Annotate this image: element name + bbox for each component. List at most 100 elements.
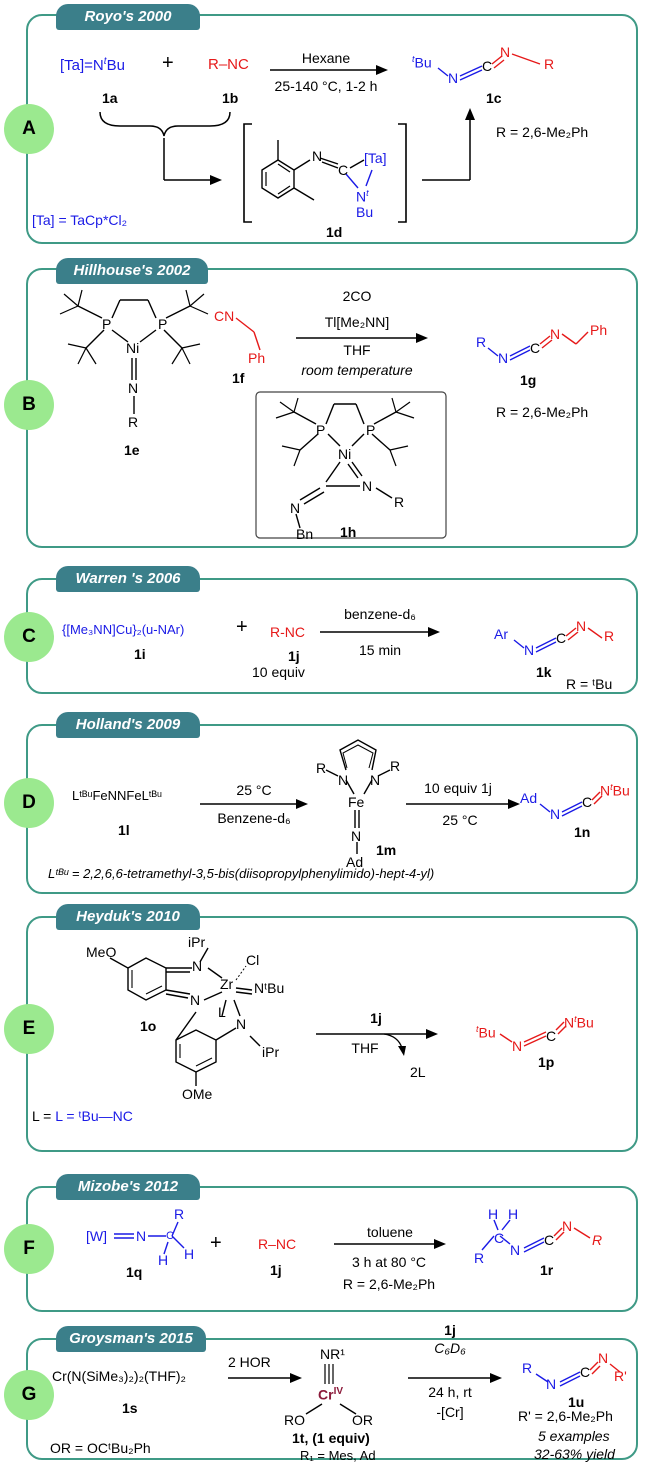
f-product-c2: C [544,1232,555,1248]
g-cr: CrIV [318,1386,344,1403]
b-cond3: THF [343,342,371,358]
d-r-right: R [390,758,401,774]
label-1b: 1b [222,90,239,106]
label-1q: 1q [126,1264,143,1280]
panel-b-title: Hillhouse's 2002 [56,258,208,284]
label-1d: 1d [326,224,343,240]
label-1g: 1g [520,372,537,388]
f-product-c1: C [494,1230,505,1246]
g-cond2-3: 24 h, rt [428,1384,472,1400]
b-inset-p-left: P [316,422,326,438]
b-p-right: P [158,316,168,332]
c-product-n1: N [524,642,535,658]
e-l-definition: L = L = ᵗBu—NC [32,1108,133,1124]
g-or: OR [352,1412,373,1428]
product-1c-n1: N [448,70,459,86]
c-cond-bottom: 15 min [358,642,402,658]
g-product-n2: N [598,1350,609,1366]
b-p-left: P [102,316,112,332]
reactant-1s: Cr(N(SiMe₃)₂)₂(THF)₂ [52,1368,186,1384]
b-cond4: room temperature [301,362,413,378]
e-product-c: C [546,1028,557,1044]
intermediate-ta: [Ta] [364,150,387,166]
f-h-bottom: H [158,1252,169,1268]
panel-f-letter: F [4,1224,54,1274]
intermediate-c: C [338,162,349,178]
e-cond-top: 1j [370,1010,382,1026]
c-product-ar: Ar [494,626,508,642]
ta-definition: [Ta] = TaCp*Cl₂ [32,212,128,228]
b-inset-n-right: N [362,478,373,494]
e-ipr-bottom: iPr [262,1044,280,1060]
e-product-ntbu: NtBu [564,1014,594,1031]
e-product-n1: N [512,1038,523,1054]
g-product-n1: N [546,1376,557,1392]
d-cond2-bottom: 25 °C [442,812,478,828]
product-1c-c: C [482,58,493,74]
d-fe: Fe [348,794,365,810]
e-n-left: N [190,992,201,1008]
label-1o: 1o [140,1018,157,1034]
b-inset-ni: Ni [338,446,352,462]
product-1c-r: R [544,56,555,72]
e-product-tbu: tBu [476,1024,496,1041]
b-inset-p-right: P [366,422,376,438]
d-product-ad: Ad [520,790,538,806]
f-product-h2: H [508,1206,519,1222]
g-examples: 5 examples [538,1428,610,1444]
reactant-1b: R–NC [208,56,249,73]
r-definition: R = 2,6-Me₂Ph [496,124,589,140]
intermediate-bu: Bu [356,204,374,220]
d-product-ntbu: NtBu [600,782,630,799]
g-or-definition: OR = OCᵗBu₂Ph [50,1440,151,1456]
label-1n: 1n [574,824,591,840]
label-1l: 1l [118,822,130,838]
panel-c-title: Warren 's 2006 [56,566,200,592]
b-inset-n-left: N [290,500,301,516]
panel-c-letter: C [4,612,54,662]
e-cl: Cl [246,952,260,968]
f-product-h1: H [488,1206,499,1222]
label-1p: 1p [538,1054,555,1070]
intermediate-n: N [312,148,323,164]
panel-a [26,14,638,244]
f-cond1: toluene [367,1224,413,1240]
panel-e-title: Heyduk's 2010 [56,904,200,930]
panel-d-title: Holland's 2009 [56,712,200,738]
panel-g [26,1338,638,1460]
b-cond1: 2CO [342,288,372,304]
f-w: [W] [86,1228,107,1244]
f-product-n2: N [562,1218,573,1234]
b-r: R [128,414,139,430]
label-1r: 1r [540,1262,554,1278]
g-r-definition: R' = 2,6-Me₂Ph [518,1408,613,1424]
g-ro: RO [284,1412,305,1428]
reactant-1a: [Ta]=NtBu [60,56,125,74]
e-ipr-top: iPr [188,934,206,950]
e-cond-bottom: THF [351,1040,379,1056]
f-cond3: R = 2,6-Me₂Ph [342,1276,436,1292]
label-1u: 1u [568,1394,585,1410]
b-inset-r: R [394,494,405,510]
f-plus: + [210,1232,222,1254]
label-1s: 1s [122,1400,138,1416]
g-cond2-1: 1j [444,1322,456,1338]
f-n: N [136,1228,147,1244]
e-n-lower: N [236,1016,247,1032]
f-r-top: R [174,1206,185,1222]
f-cond2: 3 h at 80 °C [351,1254,427,1270]
condition-bottom: 25-140 °C, 1-2 h [274,78,378,94]
panel-c [26,578,638,694]
c-equiv: 10 equiv [252,664,305,680]
label-1a: 1a [102,90,118,106]
f-h-right: H [184,1246,195,1262]
g-cond1: 2 HOR [228,1354,271,1370]
g-cond2-2: C₆D₆ [434,1340,466,1356]
c-product-c: C [556,630,567,646]
label-1m: 1m [376,842,397,858]
